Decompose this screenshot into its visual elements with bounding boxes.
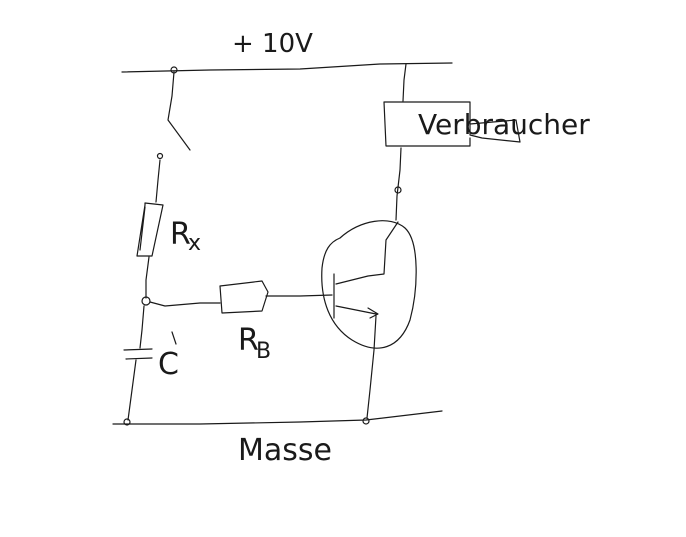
transistor-body: [321, 220, 417, 349]
wire-junction-to-capacitor: [139, 305, 145, 349]
wire-switch-to-rx: [155, 159, 161, 203]
rx-label: R: [170, 217, 191, 252]
switch-bottom-node: [156, 152, 164, 160]
wire-capacitor-to-ground: [127, 359, 137, 421]
rb-label: R: [238, 323, 259, 358]
collector-node: [394, 186, 402, 194]
transistor-emitter-lead: [335, 305, 379, 319]
wire-supply-to-load: [402, 63, 407, 102]
supply-rail: [121, 62, 453, 73]
wire-load-to-collector: [395, 147, 402, 221]
transistor-collector-lead: [335, 221, 399, 285]
rb-subscript: B: [256, 339, 271, 364]
switch-arm: [167, 71, 191, 151]
ground-left-node: [123, 418, 131, 426]
junction-node: [141, 296, 151, 306]
rb-resistor: [219, 280, 269, 314]
wire-emitter-to-ground: [366, 315, 377, 419]
supply-label: + 10V: [232, 29, 313, 59]
load-label: Verbraucher: [418, 108, 590, 141]
wire-junction-to-rb: [149, 301, 221, 307]
wire-rx-to-junction: [145, 256, 150, 299]
capacitor-plates: [123, 348, 153, 360]
rx-resistor: [136, 202, 164, 257]
capacitor-mark: [171, 331, 177, 345]
load-box: [383, 101, 521, 147]
rx-subscript: x: [188, 231, 201, 256]
ground-label: Masse: [238, 433, 332, 468]
ground-rail: [112, 410, 443, 425]
ground-right-node: [362, 417, 370, 425]
capacitor-label: C: [158, 347, 179, 382]
wire-rb-to-base: [265, 294, 333, 297]
